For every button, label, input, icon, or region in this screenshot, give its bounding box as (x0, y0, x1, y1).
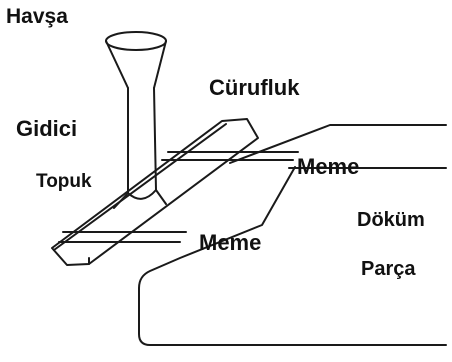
sprue-well (113, 189, 167, 209)
pouring-cup-left (105, 40, 129, 89)
label-slag-trap: Cürufluk (209, 75, 300, 100)
sprue-right (153, 87, 157, 191)
ingate-lower (58, 231, 187, 243)
label-sprue: Gidici (16, 116, 78, 141)
label-ingate-upper: Meme (297, 154, 360, 179)
label-sprue-well: Topuk (36, 171, 92, 192)
label-part: Parça (361, 258, 416, 280)
runner-slag-trap (51, 118, 259, 266)
casting-part (138, 124, 447, 346)
label-ingate-lower: Meme (199, 230, 262, 255)
sprue-base (127, 189, 157, 200)
pouring-cup-rim (105, 31, 167, 51)
pouring-cup-right (153, 40, 167, 89)
label-pouring-cup: Havşa (6, 5, 68, 28)
ingate-upper (161, 151, 299, 161)
sprue-assembly (105, 31, 167, 209)
label-casting: Döküm (357, 209, 425, 231)
